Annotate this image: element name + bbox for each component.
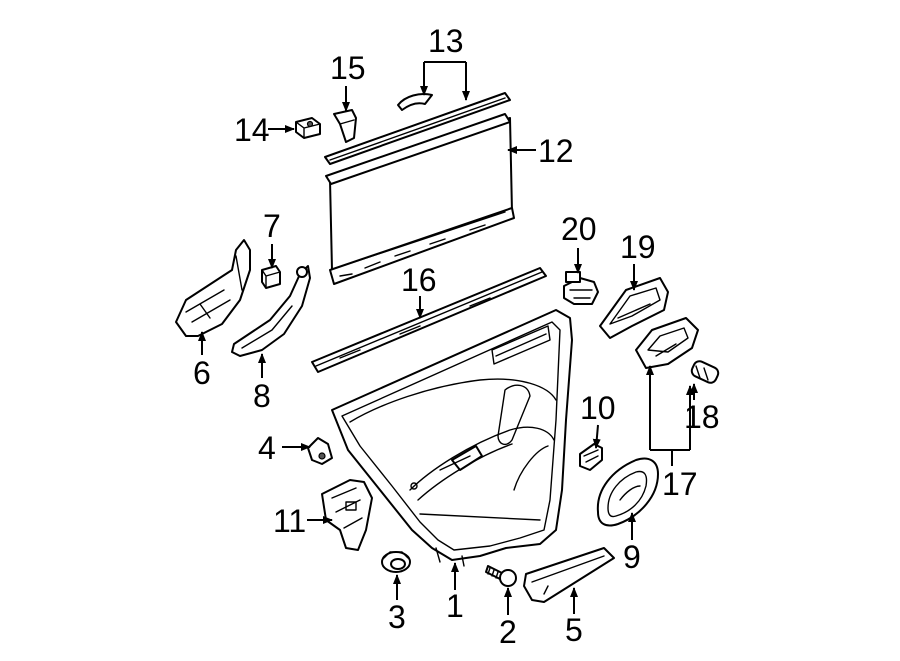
leader-lines xyxy=(198,61,698,615)
part-4-pin xyxy=(307,437,333,465)
part-6-pull-handle xyxy=(175,239,251,337)
part-17-housing xyxy=(635,317,699,369)
callout-8: 8 xyxy=(253,378,271,414)
callout-3: 3 xyxy=(388,599,406,635)
callout-16: 16 xyxy=(401,262,437,298)
callout-4: 4 xyxy=(258,430,276,466)
callout-9: 9 xyxy=(623,539,641,575)
callout-15: 15 xyxy=(330,50,366,86)
callout-20: 20 xyxy=(561,211,597,247)
part-18-bulb xyxy=(690,360,720,384)
part-15-bracket xyxy=(333,109,357,143)
callout-labels: 1 2 3 4 5 6 7 8 9 10 11 12 13 14 15 16 1… xyxy=(193,23,720,650)
callout-1: 1 xyxy=(446,588,464,624)
part-14-clip xyxy=(295,117,321,139)
callout-13: 13 xyxy=(428,23,464,59)
part-9-bezel xyxy=(596,457,659,527)
callout-19: 19 xyxy=(620,229,656,265)
callout-6: 6 xyxy=(193,355,211,391)
callout-14: 14 xyxy=(234,112,270,148)
callout-2: 2 xyxy=(499,614,517,650)
callout-11: 11 xyxy=(273,503,306,539)
callout-17: 17 xyxy=(662,466,698,502)
part-7-clip xyxy=(261,265,281,289)
callout-12: 12 xyxy=(538,133,574,169)
part-16-weatherstrip xyxy=(311,267,547,373)
callout-7: 7 xyxy=(263,208,281,244)
part-5-pad xyxy=(523,547,615,603)
callout-5: 5 xyxy=(565,612,583,648)
part-3-clip xyxy=(381,551,411,573)
part-13-rail xyxy=(324,92,511,165)
part-10-clip xyxy=(579,443,603,471)
part-1-door-panel xyxy=(331,309,573,567)
callout-18: 18 xyxy=(684,399,720,435)
callout-10: 10 xyxy=(580,390,616,426)
part-11-bracket xyxy=(321,479,373,551)
part-2-screw xyxy=(485,565,517,587)
part-8-trim xyxy=(231,265,311,357)
part-20-switch xyxy=(563,271,599,305)
part-12-sunshade xyxy=(325,113,515,285)
